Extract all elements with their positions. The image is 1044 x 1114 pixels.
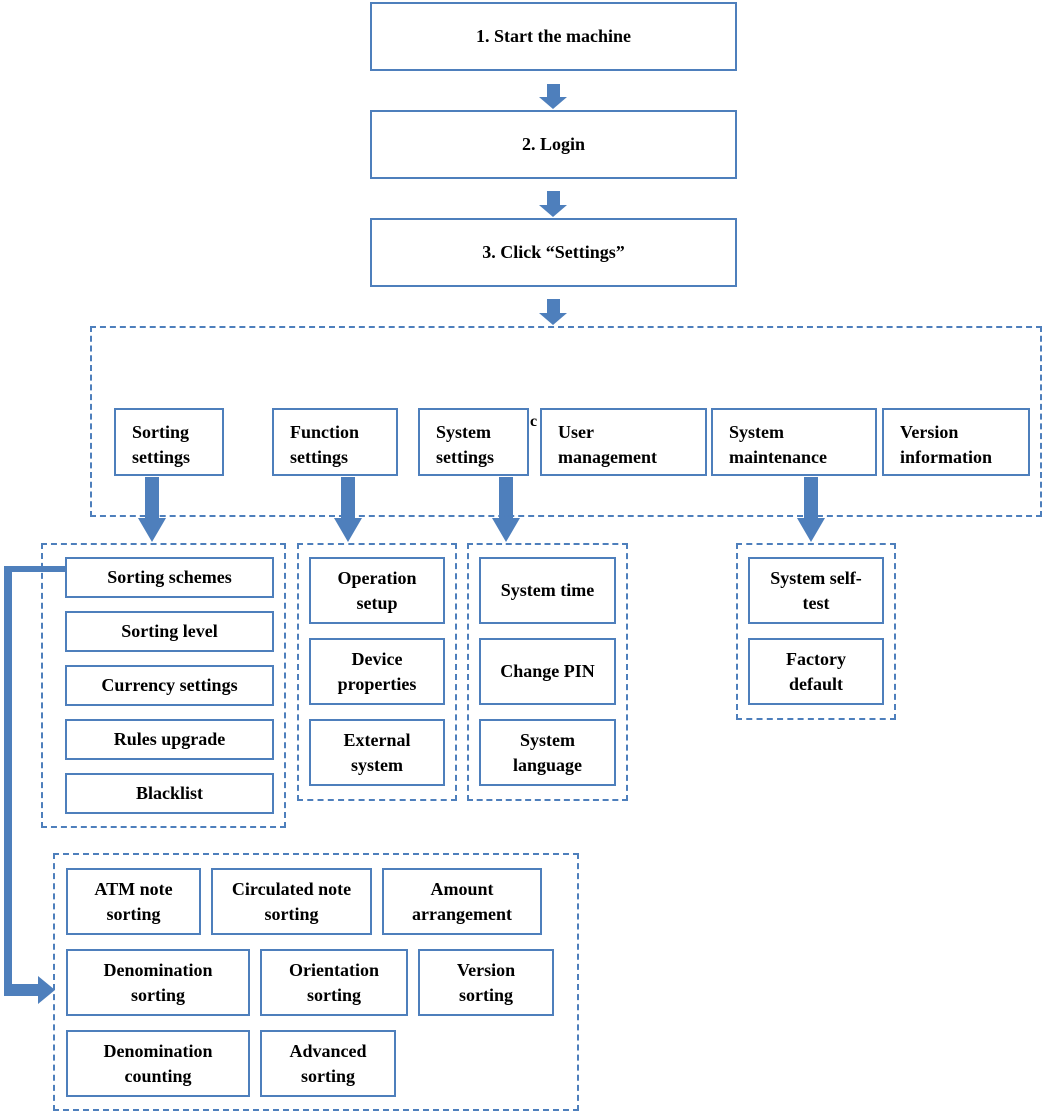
factory-default-box: Factory default (748, 638, 884, 705)
menu-version-information: Version information (882, 408, 1030, 476)
arrow-sorting-settings-down (138, 477, 166, 542)
system-language-box: System language (479, 719, 616, 786)
version-sorting-box: Version sorting (418, 949, 554, 1016)
system-maintenance-group (736, 543, 896, 720)
function-settings-group (297, 543, 457, 801)
rules-upgrade-box: Rules upgrade (65, 719, 274, 760)
atm-note-sorting-box: ATM note sorting (66, 868, 201, 935)
menu-user-management: User management (540, 408, 707, 476)
system-time-box: System time (479, 557, 616, 624)
step-start-machine-label: 1. Start the machine (476, 26, 631, 46)
menu-system-maintenance: System maintenance (711, 408, 877, 476)
step-click-settings-label: 3. Click “Settings” (482, 242, 625, 262)
circulated-note-sorting-box: Circulated note sorting (211, 868, 372, 935)
sorting-settings-group (41, 543, 286, 828)
operation-setup-box: Operation setup (309, 557, 445, 624)
arrow-step2-to-step3 (539, 191, 567, 217)
device-properties-box: Device properties (309, 638, 445, 705)
amount-arrangement-box: Amount arrangement (382, 868, 542, 935)
arrow-system-maintenance-down (797, 477, 825, 542)
system-settings-group (467, 543, 628, 801)
arrow-system-settings-down (492, 477, 520, 542)
step-start-machine: 1. Start the machine (370, 2, 737, 71)
arrow-function-settings-down (334, 477, 362, 542)
menu-system-settings: System settings (418, 408, 529, 476)
orientation-sorting-box: Orientation sorting (260, 949, 408, 1016)
arrow-step1-to-step2 (539, 84, 567, 109)
menu-function-settings: Function settings (272, 408, 398, 476)
connector-sorting-schemes-to-submenu (4, 566, 66, 1004)
menu-sorting-settings: Sorting settings (114, 408, 224, 476)
sorting-level-box: Sorting level (65, 611, 274, 652)
sorting-schemes-group (53, 853, 579, 1111)
change-pin-box: Change PIN (479, 638, 616, 705)
settings-menu-group (90, 326, 1042, 517)
sorting-schemes-box: Sorting schemes (65, 557, 274, 598)
arrow-step3-to-menu (539, 299, 567, 325)
denomination-counting-box: Denomination counting (66, 1030, 250, 1097)
stray-character: c (530, 413, 538, 430)
denomination-sorting-box: Denomination sorting (66, 949, 250, 1016)
step-login: 2. Login (370, 110, 737, 179)
currency-settings-box: Currency settings (65, 665, 274, 706)
step-login-label: 2. Login (521, 134, 586, 154)
blacklist-box: Blacklist (65, 773, 274, 814)
system-self-test-box: System self- test (748, 557, 884, 624)
advanced-sorting-box: Advanced sorting (260, 1030, 396, 1097)
step-click-settings: 3. Click “Settings” (370, 218, 737, 287)
external-system-box: External system (309, 719, 445, 786)
